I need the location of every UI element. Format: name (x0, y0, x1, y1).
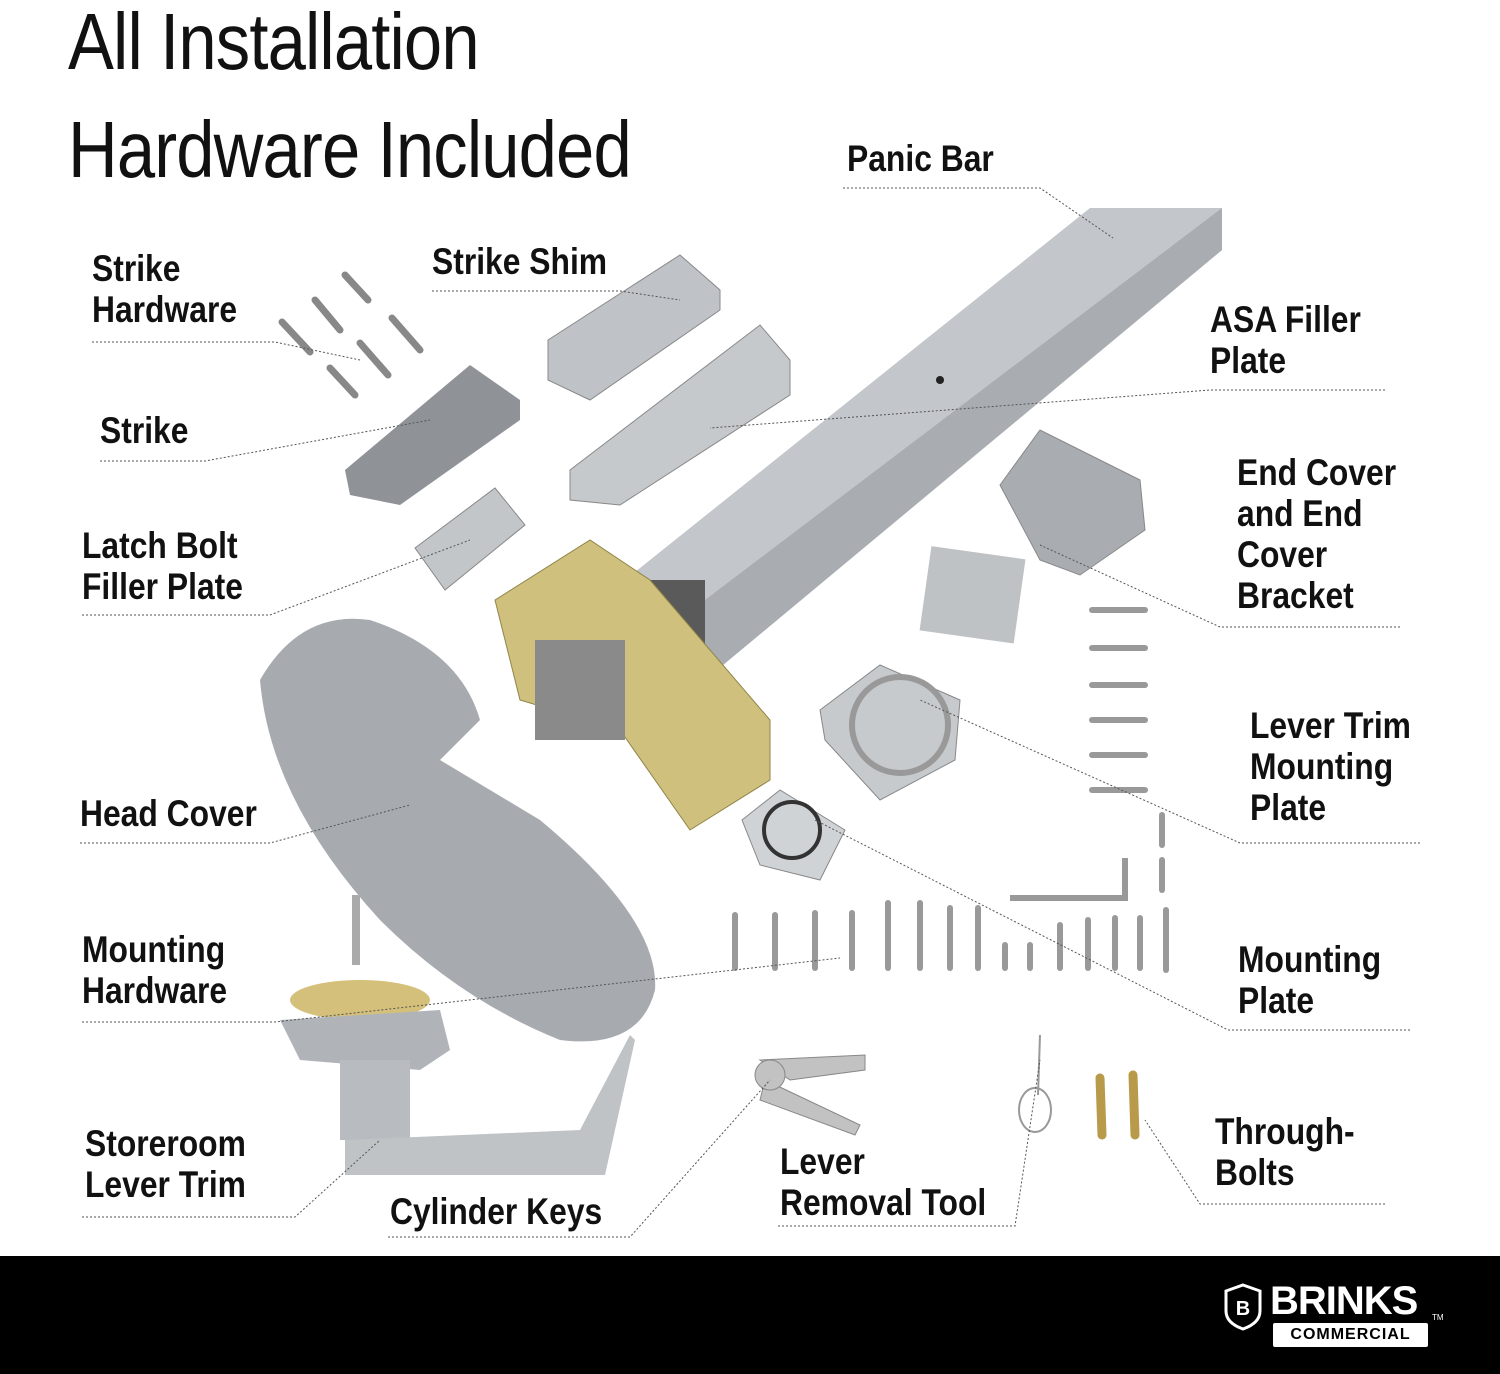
leader-lines (80, 187, 1420, 1238)
label-strike-shim: Strike Shim (432, 241, 607, 282)
label-line: ASA Filler (1210, 299, 1361, 340)
strike-image (345, 365, 520, 505)
label-panic-bar: Panic Bar (847, 138, 994, 179)
label-through-bolts: Through-Bolts (1215, 1111, 1355, 1193)
label-line: Strike Shim (432, 241, 608, 282)
footer-bar: B BRINKS TM COMMERCIAL (0, 1256, 1500, 1374)
cylinder-keys-image (754, 1054, 866, 1136)
head-cover-image (260, 618, 656, 1042)
label-line: Lever Trim (1250, 705, 1411, 746)
label-line: Latch Bolt (82, 525, 238, 566)
label-line: Bolts (1215, 1152, 1295, 1193)
strike-screws-image (278, 271, 424, 399)
through-bolts-image (1095, 1070, 1140, 1140)
end-cover-bracket-image (919, 546, 1026, 644)
label-line: Mounting (1238, 939, 1382, 980)
title-line-1: All Installation (68, 0, 480, 86)
label-line: End Cover (1237, 452, 1397, 493)
label-line: Lever (780, 1141, 865, 1182)
label-line: Mounting (1250, 746, 1394, 787)
lever-removal-tool-image (1018, 1034, 1052, 1133)
hex-key-image (1010, 858, 1128, 901)
label-line: Head Cover (80, 793, 257, 834)
label-line: Storeroom (85, 1123, 246, 1164)
label-line: Plate (1250, 787, 1327, 828)
exploded-parts-illustration (80, 187, 1420, 1238)
logo-sub: COMMERCIAL (1273, 1323, 1428, 1347)
label-line: Bracket (1237, 575, 1354, 616)
label-line: Cylinder Keys (390, 1191, 603, 1232)
label-line: Hardware (82, 970, 228, 1011)
label-strike: Strike (100, 410, 188, 451)
label-line: Panic Bar (847, 138, 994, 179)
label-line: Strike (100, 410, 189, 451)
lever-trim-mounting-plate-image (819, 664, 961, 801)
label-line: Filler Plate (82, 566, 243, 607)
badge-letter: B (1236, 1298, 1250, 1320)
label-head-cover: Head Cover (80, 793, 257, 834)
title-line-2: Hardware Included (68, 105, 632, 194)
logo-tm: TM (1432, 1313, 1444, 1322)
strike-shim-image (547, 254, 721, 401)
logo-brand: BRINKS (1270, 1279, 1418, 1323)
label-line: Removal Tool (780, 1182, 987, 1223)
label-line: Plate (1210, 340, 1287, 381)
label-line: Hardware (92, 289, 238, 330)
label-line: and End (1237, 493, 1363, 534)
latch-bolt-filler-plate-image (414, 487, 526, 591)
label-line: Mounting (82, 929, 226, 970)
storeroom-lever-trim-image (280, 895, 635, 1175)
asa-filler-plate-image (569, 324, 791, 506)
shield-badge-icon: B (1224, 1283, 1262, 1331)
latch-assembly-image (494, 539, 771, 831)
label-line: Plate (1238, 980, 1315, 1021)
end-cover-image (999, 429, 1146, 576)
label-line: Through- (1215, 1111, 1355, 1152)
label-cylinder-keys: Cylinder Keys (390, 1191, 602, 1232)
label-line: Lever Trim (85, 1164, 246, 1205)
mounting-plate-image (741, 789, 846, 881)
label-line: Strike (92, 248, 181, 289)
label-line: Cover (1237, 534, 1328, 575)
mounting-screws-image (732, 607, 1169, 973)
